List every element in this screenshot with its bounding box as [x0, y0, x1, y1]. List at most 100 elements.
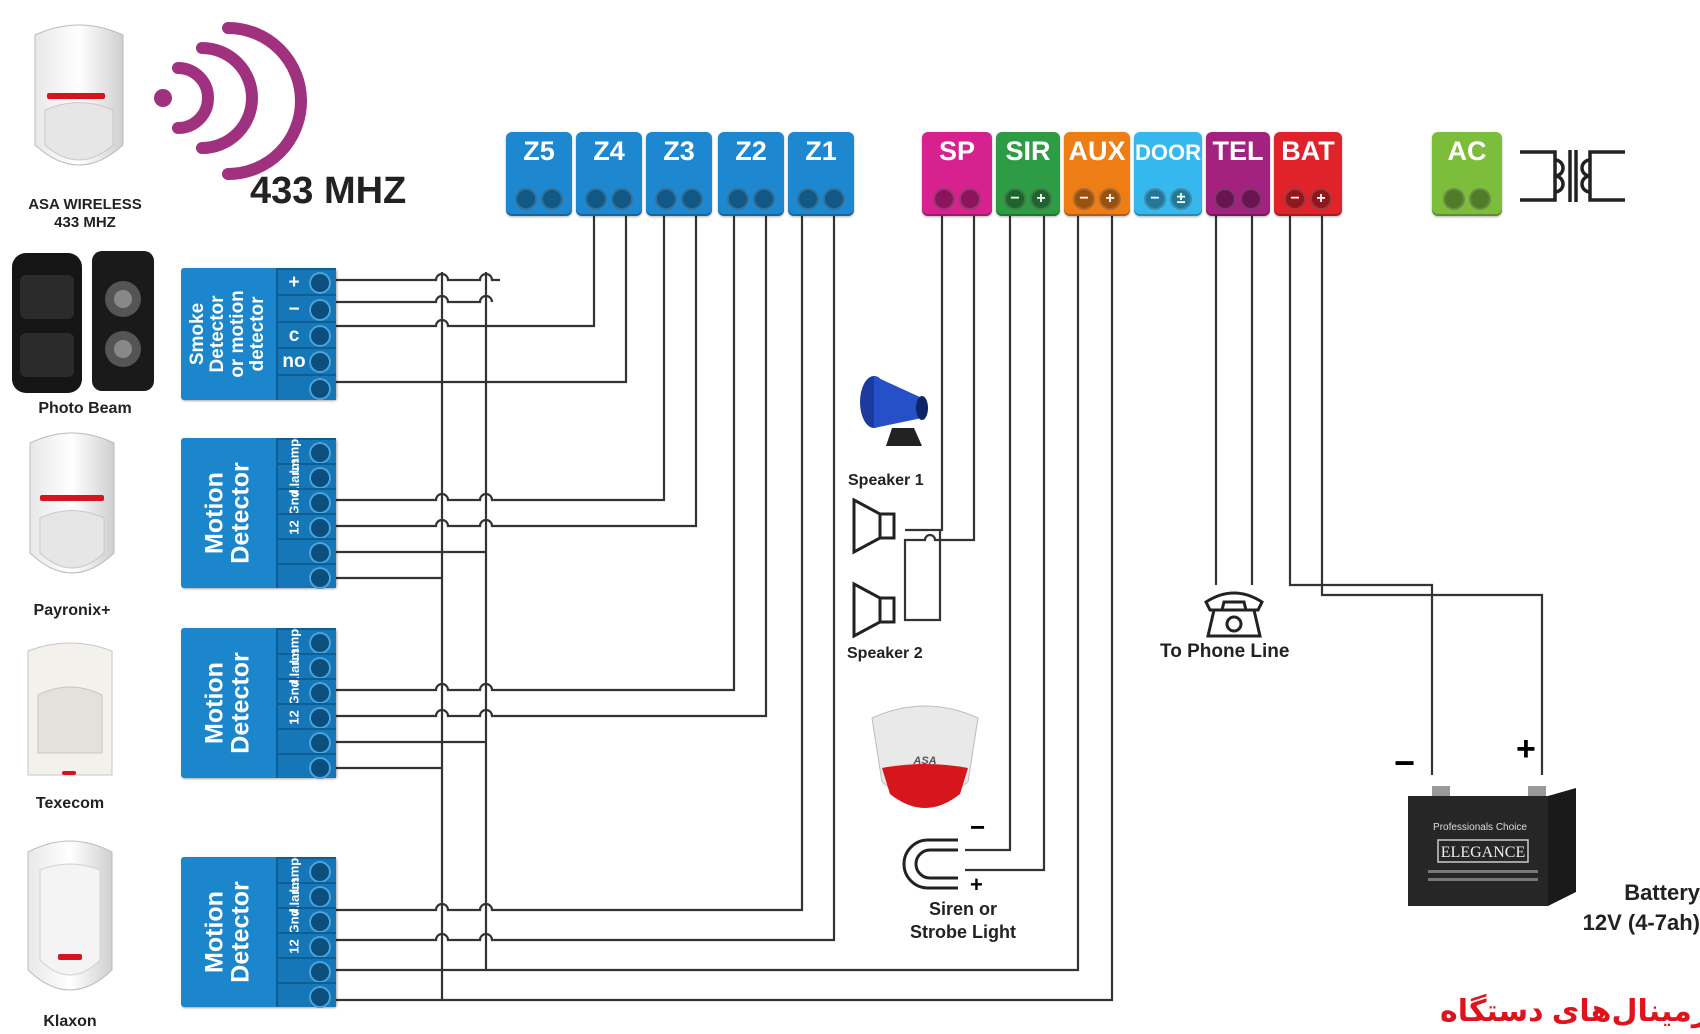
- battery-label: Battery 12V (4-7ah): [1582, 880, 1700, 935]
- detector-title: Motion Detector: [201, 881, 256, 983]
- screw-icon: [309, 631, 331, 654]
- terminal-label: Z5: [523, 136, 555, 166]
- siren-box-image: ASA: [871, 705, 979, 808]
- pin-label: 12: [286, 939, 302, 954]
- screw-icon: [655, 188, 677, 210]
- screw-icon: [1469, 188, 1491, 210]
- terminal-ac: AC: [1432, 132, 1502, 216]
- battery-minus-sign: −: [1394, 742, 1416, 783]
- screw-icon: [309, 541, 331, 564]
- terminal-ac-label: AC: [1447, 136, 1487, 166]
- detector-pin: c: [278, 320, 336, 349]
- terminal-label: TEL: [1212, 136, 1264, 166]
- screw-icon: [933, 188, 955, 210]
- detector-pin: Gnd: [278, 678, 336, 706]
- detector-pin: Alarm: [278, 649, 336, 686]
- speaker1-icon: [852, 497, 896, 555]
- screw-icon: [309, 377, 331, 400]
- detector-pin: Gnd: [278, 488, 336, 516]
- siren-brand-text: ASA: [912, 755, 936, 767]
- detector-pin: no: [278, 347, 336, 375]
- screw-icon: −: [1004, 188, 1026, 210]
- terminal-label: DOOR: [1135, 140, 1201, 165]
- screw-icon: [753, 188, 775, 210]
- pin-label: +: [288, 272, 300, 294]
- screw-icon: −: [1284, 188, 1306, 210]
- screw-icon: [309, 324, 331, 347]
- screw-icon: [309, 910, 331, 933]
- detector-pin: 12: [278, 932, 336, 959]
- screw-icon: [309, 272, 331, 295]
- terminal-output-3: DOOR −±: [1134, 132, 1202, 216]
- screw-icon: [309, 441, 331, 464]
- screw-icon: [309, 566, 331, 589]
- terminal-output-5: BAT −+: [1274, 132, 1342, 216]
- detector-pin: Alarm: [278, 878, 336, 915]
- terminal-output-0: SP: [922, 132, 992, 216]
- screw-icon: [309, 351, 331, 374]
- strobe-light-icon: [902, 838, 958, 890]
- terminal-zone-0: Z5: [506, 132, 572, 216]
- screw-icon: [1214, 188, 1236, 210]
- screw-icon: [959, 188, 981, 210]
- detector-title: Motion Detector: [201, 652, 256, 754]
- pin-label: 12: [286, 520, 302, 535]
- frequency-label: 433 MHZ: [250, 170, 407, 212]
- screw-icon: [611, 188, 633, 210]
- terminal-label: Z2: [735, 136, 767, 166]
- detector-pin: +: [278, 268, 336, 296]
- terminal-label: Z1: [805, 136, 837, 166]
- terminal-zone-1: Z4: [576, 132, 642, 216]
- screw-icon: ±: [1170, 188, 1192, 210]
- terminal-label: SP: [938, 136, 976, 166]
- screw-icon: [309, 935, 331, 958]
- pin-label: c: [288, 324, 300, 346]
- telephone-icon: [1204, 591, 1264, 638]
- screw-icon: [1443, 188, 1465, 210]
- screw-icon: [797, 188, 819, 210]
- terminal-label: Z3: [663, 136, 695, 166]
- screw-icon: [681, 188, 703, 210]
- screw-icon: −: [1144, 188, 1166, 210]
- screw-icon: [727, 188, 749, 210]
- screw-icon: −: [1073, 188, 1095, 210]
- battery-image: Professionals Choice ELEGANCE: [1408, 786, 1576, 906]
- payronix-sensor-image: [29, 432, 115, 574]
- pin-label: −: [288, 298, 300, 320]
- pin-label: Gnd: [286, 489, 302, 516]
- pin-label: Gnd: [286, 908, 302, 935]
- screw-icon: [309, 756, 331, 779]
- footer-rtl-title: ترمینال‌های دستگاه: [1440, 995, 1700, 1028]
- wireless-sensor-label: ASA WIRELESS 433 MHZ: [28, 196, 142, 231]
- screw-icon: [309, 960, 331, 983]
- pin-label: no: [282, 351, 306, 373]
- detector-pin: Lampe: [278, 851, 336, 892]
- texecom-sensor-image: [27, 642, 113, 776]
- siren-minus-sign: −: [970, 812, 986, 842]
- screw-icon: +: [1310, 188, 1332, 210]
- detector-pin: [278, 728, 336, 755]
- screw-icon: [309, 656, 331, 679]
- detector-pin: [278, 373, 336, 402]
- sensor-label-klaxon: Klaxon: [43, 1013, 97, 1030]
- sensor-label-photo-beam: Photo Beam: [38, 400, 132, 417]
- siren-plus-sign: +: [970, 872, 983, 897]
- pin-label: Gnd: [286, 679, 302, 706]
- photo-beam-image: [12, 251, 154, 393]
- klaxon-sensor-image: [27, 840, 113, 991]
- siren-label: Siren or Strobe Light: [910, 899, 1016, 942]
- terminal-output-1: SIR−+: [996, 132, 1060, 216]
- terminal-output-4: TEL: [1206, 132, 1270, 216]
- screw-icon: [823, 188, 845, 210]
- detector-pin: [278, 753, 336, 780]
- terminal-label: BAT: [1281, 136, 1335, 166]
- detector-pin: [278, 538, 336, 565]
- speaker2-label: Speaker 2: [847, 645, 923, 662]
